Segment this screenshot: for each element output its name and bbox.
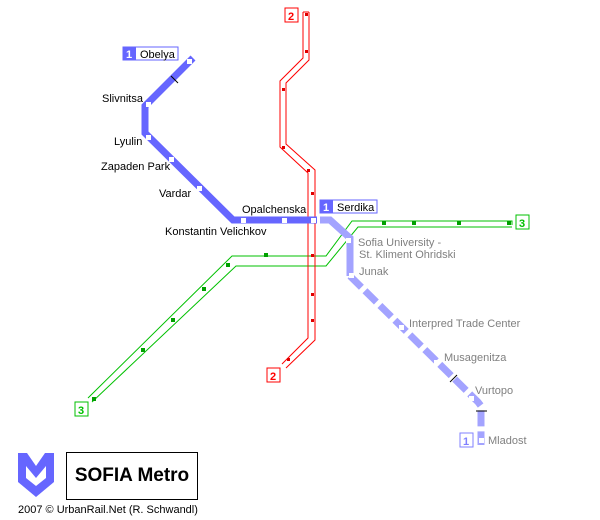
station-lyulin: Lyulin — [114, 136, 142, 148]
station-vardar: Vardar — [159, 188, 192, 200]
station-sofia-university: Sofia University - — [358, 237, 441, 249]
line-2-badge-bottom: 2 — [266, 367, 281, 383]
line-3 — [87, 220, 513, 403]
station-vurtopo: Vurtopo — [475, 385, 513, 397]
svg-text:Obelya: Obelya — [140, 49, 176, 61]
station-junak: Junak — [359, 266, 389, 278]
line-2-stations — [282, 13, 314, 361]
svg-text:3: 3 — [519, 218, 525, 230]
copyright: 2007 © UrbanRail.Net (R. Schwandl) — [18, 504, 198, 516]
line-3-stations — [92, 221, 511, 401]
station-interpred: Interpred Trade Center — [409, 318, 521, 330]
line-1-badge-mladost: 1 Mladost — [459, 432, 527, 448]
depot-markers — [170, 75, 487, 412]
svg-text:Serdika: Serdika — [337, 202, 375, 214]
line-1-badge-serdika: 1 Serdika — [319, 199, 378, 214]
svg-text:1: 1 — [323, 202, 329, 214]
map-title: SOFIA Metro — [66, 452, 198, 500]
line-1 — [141, 55, 317, 224]
svg-text:1: 1 — [463, 436, 469, 448]
line-2 — [279, 11, 316, 369]
station-musagenitza: Musagenitza — [444, 352, 507, 364]
line-1-stations — [146, 59, 484, 443]
station-konstantin-velichkov: Konstantin Velichkov — [165, 226, 267, 238]
svg-text:Mladost: Mladost — [488, 435, 527, 447]
metro-logo-icon — [18, 453, 54, 497]
line-2-badge-top: 2 — [284, 7, 299, 23]
station-zapaden-park: Zapaden Park — [101, 161, 171, 173]
line-1-badge-obelya: 1 Obelya — [122, 46, 179, 61]
line-3-badge-east: 3 — [515, 214, 530, 230]
line-3-badge-west: 3 — [74, 401, 89, 417]
svg-text:1: 1 — [126, 49, 132, 61]
line-1-extension — [320, 216, 485, 445]
svg-text:3: 3 — [78, 405, 84, 417]
station-opalchenska: Opalchenska — [242, 204, 307, 216]
station-sofia-university-line2: St. Kliment Ohridski — [359, 249, 456, 261]
svg-text:2: 2 — [270, 371, 276, 383]
svg-text:2: 2 — [288, 11, 294, 23]
station-slivnitsa: Slivnitsa — [102, 93, 144, 105]
